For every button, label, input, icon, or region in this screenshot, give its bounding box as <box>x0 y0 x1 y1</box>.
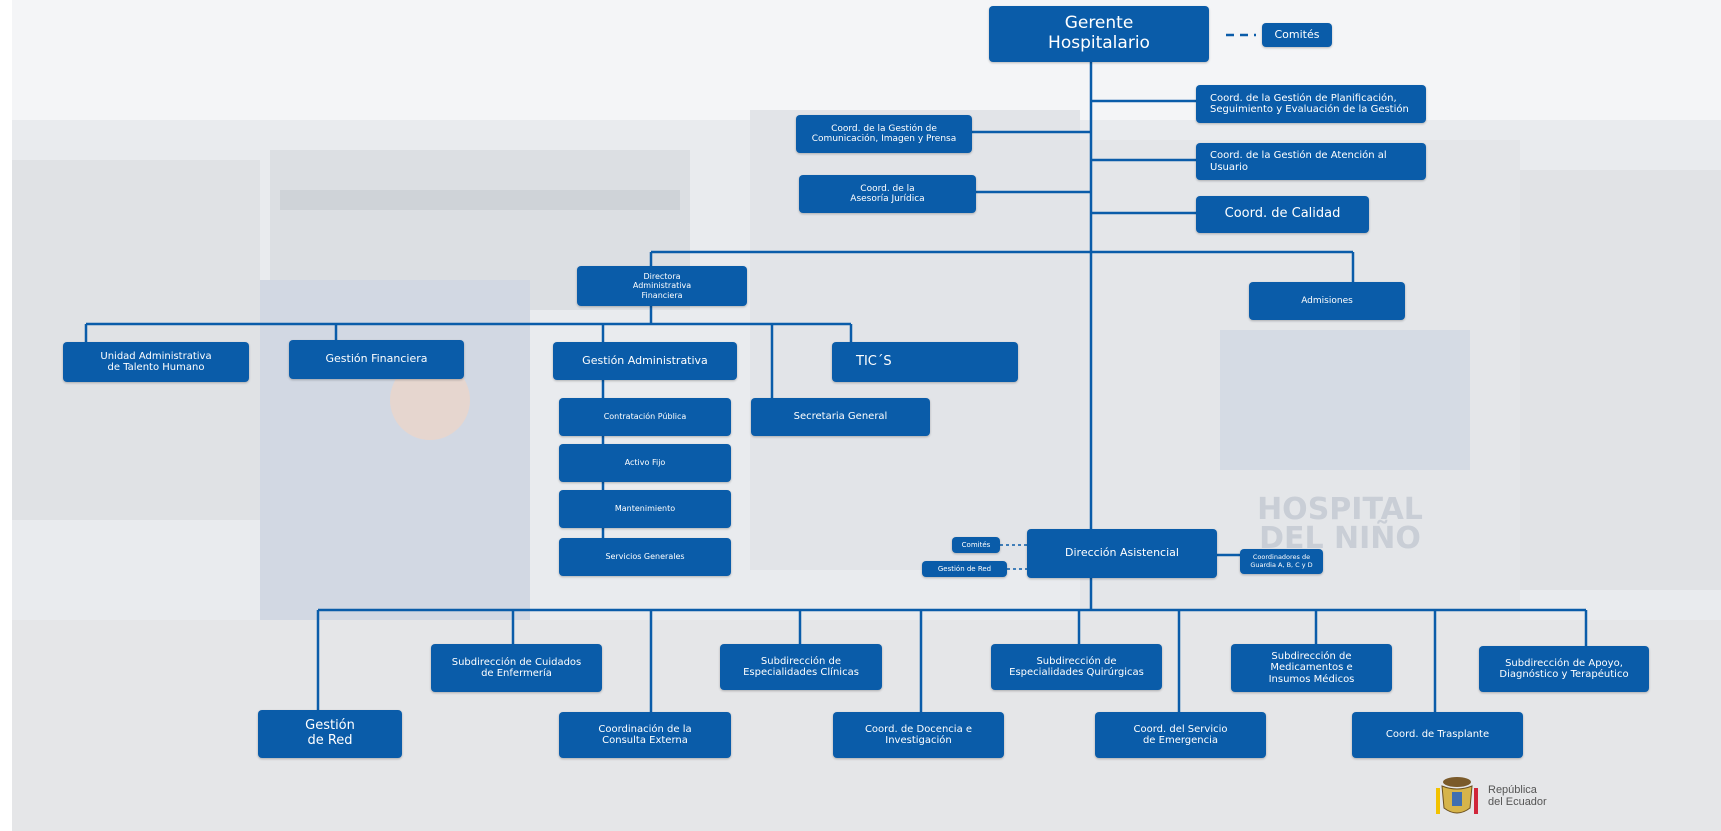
coat-of-arms-icon <box>1436 777 1478 814</box>
box-direccion-asistencial[interactable]: Dirección Asistencial <box>1027 529 1217 578</box>
box-gestion-administrativa[interactable]: Gestión Administrativa <box>553 342 737 380</box>
box-coord-asesoria-juridica[interactable]: Coord. de la Asesoría Jurídica <box>799 175 976 213</box>
box-gestion-financiera[interactable]: Gestión Financiera <box>289 340 464 379</box>
left-margin-strip <box>0 0 12 831</box>
box-coord-atencion-usuario[interactable]: Coord. de la Gestión de Atención al Usua… <box>1196 143 1426 180</box>
box-coord-docencia[interactable]: Coord. de Docencia e Investigación <box>833 712 1004 758</box>
box-coord-emergencia[interactable]: Coord. del Servicio de Emergencia <box>1095 712 1266 758</box>
box-gerente-hospitalario[interactable]: Gerente Hospitalario <box>989 6 1209 62</box>
box-coord-calidad[interactable]: Coord. de Calidad <box>1196 196 1369 233</box>
box-admisiones[interactable]: Admisiones <box>1249 282 1405 320</box>
box-comites-top[interactable]: Comités <box>1262 23 1332 47</box>
box-sub-quirurgicas[interactable]: Subdirección de Especialidades Quirúrgic… <box>991 644 1162 690</box>
republica-ecuador-text: República del Ecuador <box>1488 784 1547 808</box>
box-activo-fijo[interactable]: Activo Fijo <box>559 444 731 482</box>
box-coordinadores-guardia[interactable]: Coordinadores de Guardia A, B, C y D <box>1240 549 1323 574</box>
box-consulta-externa[interactable]: Coordinación de la Consulta Externa <box>559 712 731 758</box>
box-comites-asistencial[interactable]: Comités <box>952 537 1000 553</box>
box-coord-comunicacion[interactable]: Coord. de la Gestión de Comunicación, Im… <box>796 115 972 153</box>
box-contratacion-publica[interactable]: Contratación Pública <box>559 398 731 436</box>
box-directora-administrativa[interactable]: Directora Administrativa Financiera <box>577 266 747 306</box>
box-sub-medicamentos[interactable]: Subdirección de Medicamentos e Insumos M… <box>1231 644 1392 692</box>
box-talento-humano[interactable]: Unidad Administrativa de Talento Humano <box>63 342 249 382</box>
box-tics[interactable]: TIC´S <box>832 342 1018 382</box>
box-sub-clinicas[interactable]: Subdirección de Especialidades Clínicas <box>720 644 882 690</box>
sign-text-1: HOSPITAL <box>1257 492 1423 527</box>
republica-ecuador-logo: República del Ecuador <box>1432 774 1562 820</box>
box-sub-enfermeria[interactable]: Subdirección de Cuidados de Enfermería <box>431 644 602 692</box>
box-servicios-generales[interactable]: Servicios Generales <box>559 538 731 576</box>
box-mantenimiento[interactable]: Mantenimiento <box>559 490 731 528</box>
box-secretaria-general[interactable]: Secretaria General <box>751 398 930 436</box>
box-coord-trasplante[interactable]: Coord. de Trasplante <box>1352 712 1523 758</box>
box-coord-planificacion[interactable]: Coord. de la Gestión de Planificación, S… <box>1196 85 1426 123</box>
box-gestion-red-small[interactable]: Gestión de Red <box>922 561 1007 577</box>
box-gestion-de-red[interactable]: Gestión de Red <box>258 710 402 758</box>
box-sub-apoyo[interactable]: Subdirección de Apoyo, Diagnóstico y Ter… <box>1479 646 1649 692</box>
